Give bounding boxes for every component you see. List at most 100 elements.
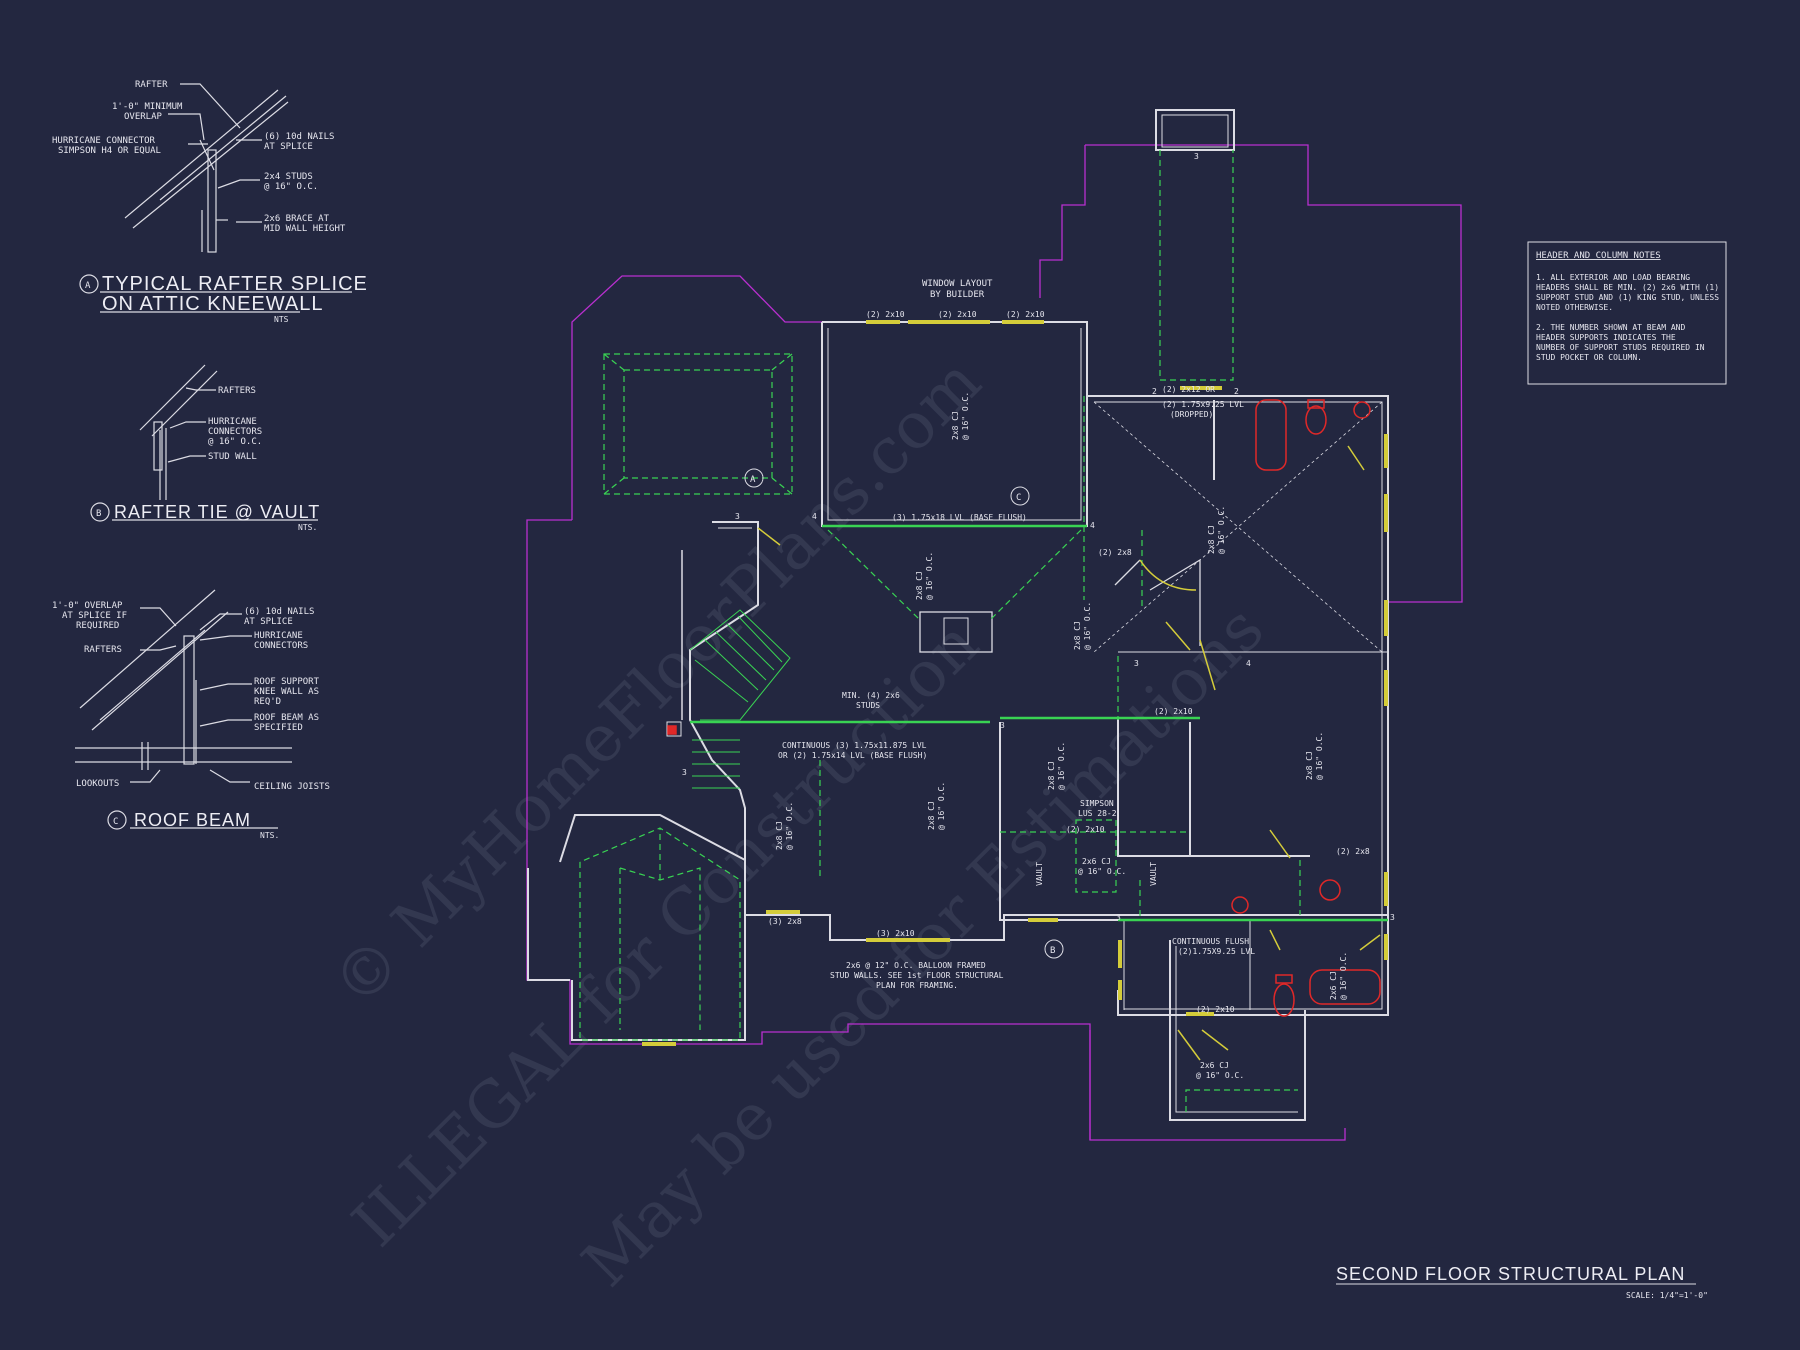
top-header-2: (2) 2x10 (938, 310, 977, 319)
detail-c-roof-beam (75, 589, 292, 830)
stud-count-4c: 4 (1246, 659, 1251, 668)
vault-label-1: VAULT (1035, 862, 1044, 886)
headers (642, 320, 1388, 1046)
notes-line-2: HEADERS SHALL BE MIN. (2) 2x6 WITH (1) (1536, 283, 1719, 292)
plan-title: SECOND FLOOR STRUCTURAL PLAN (1336, 1264, 1685, 1284)
simpson-label: SIMPSON (1080, 799, 1114, 808)
stud-count-3e: 3 (1000, 721, 1005, 730)
balloon-framed-2: STUD WALLS. SEE 1st FLOOR STRUCTURAL (830, 971, 1004, 980)
stud-count-3f: 3 (1116, 913, 1121, 922)
detail-c-label-nails: (6) 10d NAILS (244, 607, 314, 617)
header-dropped-3: (DROPPED) (1170, 410, 1213, 419)
detail-a-marker: A (85, 281, 91, 291)
detail-b-label-stud-wall: STUD WALL (208, 452, 257, 462)
header-dropped-1: (2) 2x12 OR (1162, 385, 1215, 394)
stud-count-3g: 3 (1390, 913, 1395, 922)
detail-c-label-hurricane: HURRICANE (254, 631, 303, 641)
detail-b-label-oc: @ 16" O.C. (208, 437, 262, 447)
notes-line-4: NOTED OTHERWISE. (1536, 303, 1613, 312)
detail-c-scale: NTS. (260, 831, 279, 840)
notes-line-8: NUMBER OF SUPPORT STUDS REQUIRED IN (1536, 343, 1705, 352)
notes-line-3: SUPPORT STUD AND (1) KING STUD, UNLESS (1536, 293, 1719, 302)
stud-count-2a: 2 (1152, 387, 1157, 396)
detail-c-labels: 1'-0" OVERLAP AT SPLICE IF REQUIRED (6) … (52, 601, 330, 840)
cj-vertical-4: 2x8 CJ (1305, 751, 1314, 780)
detail-b-title: RAFTER TIE @ VAULT (114, 502, 320, 522)
detail-a-rafter-splice (79, 83, 352, 313)
window-layout-label-2: BY BUILDER (930, 290, 985, 300)
flush-lvl-1: CONTINUOUS FLUSH (1172, 937, 1249, 946)
detail-a-label-studs: 2x4 STUDS (264, 172, 313, 182)
framing-layout (579, 150, 1301, 1112)
cj-vertical-7-oc: @ 16" O.C. (1057, 742, 1066, 790)
detail-b-rafter-tie (90, 364, 318, 522)
detail-a-label-simpson: SIMPSON H4 OR EQUAL (58, 146, 161, 156)
bath-cj-2: @ 16" O.C. (1196, 1071, 1244, 1080)
detail-b-label-hurricane: HURRICANE (208, 417, 257, 427)
detail-c-label-roof-support: ROOF SUPPORT (254, 677, 320, 687)
stud-count-3d: 3 (682, 768, 687, 777)
stud-count-3c: 3 (1134, 659, 1139, 668)
header-dropped-2: (2) 1.75x9.25 LVL (1162, 400, 1244, 409)
plumbing-fixtures (667, 399, 1381, 1017)
cj-vertical-6: 2x8 CJ (775, 821, 784, 850)
stud-count-3: 3 (735, 512, 740, 521)
cj-vertical-8-oc: @ 16" O.C. (1217, 506, 1226, 554)
cj-vertical-5: 2x8 CJ (927, 801, 936, 830)
detail-b-label-rafters: RAFTERS (218, 386, 256, 396)
stud-count-3b: 3 (1194, 152, 1199, 161)
balloon-framed-3: PLAN FOR FRAMING. (876, 981, 958, 990)
cj-vertical-7: 2x8 CJ (1047, 761, 1056, 790)
detail-a-title-2: ON ATTIC KNEEWALL (102, 293, 323, 315)
detail-c-label-splice-if: AT SPLICE IF (62, 611, 127, 621)
continuous-lvl-1: CONTINUOUS (3) 1.75x11.875 LVL (782, 741, 927, 750)
detail-c-marker: C (113, 817, 118, 827)
detail-a-label-splice: AT SPLICE (264, 142, 313, 152)
cj-vertical-5-oc: @ 16" O.C. (937, 782, 946, 830)
stud-count-4a: 4 (812, 512, 817, 521)
detail-c-label-connectors: CONNECTORS (254, 641, 308, 651)
balloon-framed-1: 2x6 @ 12" O.C. BALLOON FRAMED (846, 961, 986, 970)
detail-a-scale: NTS (274, 315, 289, 324)
detail-c-label-knee-wall: KNEE WALL AS (254, 687, 319, 697)
simpson-label-2: LUS 28-2 (1078, 809, 1117, 818)
continuous-lvl-2: OR (2) 1.75x14 LVL (BASE FLUSH) (778, 751, 927, 760)
detail-c-label-overlap: 1'-0" OVERLAP (52, 601, 123, 611)
bottom-header-2: (3) 2x10 (876, 929, 915, 938)
cj-vertical-8: 2x8 CJ (1207, 525, 1216, 554)
detail-markers (744, 468, 1064, 959)
detail-a-title: TYPICAL RAFTER SPLICE (102, 273, 368, 295)
bottom-header-1: (3) 2x8 (768, 917, 802, 926)
cj-vertical-2: 2x8 CJ (915, 571, 924, 600)
cj-vertical-1: 2x8 CJ (951, 411, 960, 440)
plan-marker-a: A (750, 475, 756, 485)
detail-c-label-rafters: RAFTERS (84, 645, 122, 655)
notes-title: HEADER AND COLUMN NOTES (1536, 251, 1661, 261)
misc-header-2: (2) 2x10 (1154, 707, 1193, 716)
plan-marker-c: C (1016, 493, 1021, 503)
cj-vertical-4-oc: @ 16" O.C. (1315, 732, 1324, 780)
notes-line-9: STUD POCKET OR COLUMN. (1536, 353, 1642, 362)
stud-count-2b: 2 (1234, 387, 1239, 396)
top-header-3: (2) 2x10 (1006, 310, 1045, 319)
detail-a-label-nails: (6) 10d NAILS (264, 132, 334, 142)
simpson-header: (2) 2x10 (1066, 825, 1105, 834)
stud-count-4b: 4 (1090, 521, 1095, 530)
detail-a-label-rafter: RAFTER (135, 80, 168, 90)
detail-marker-labels: A B C (750, 475, 1055, 956)
small-cj-oc: @ 16" O.C. (1078, 867, 1126, 876)
plan-scale: SCALE: 1/4"=1'-0" (1626, 1291, 1708, 1300)
plan-labels: WINDOW LAYOUT BY BUILDER (2) 2x10 (2) 2x… (682, 152, 1395, 1080)
window-layout-label: WINDOW LAYOUT (922, 279, 993, 289)
notes-line-6: 2. THE NUMBER SHOWN AT BEAM AND (1536, 323, 1685, 332)
detail-c-label-lookouts: LOOKOUTS (76, 779, 119, 789)
flush-lvl-2: (2)1.75X9.25 LVL (1178, 947, 1255, 956)
detail-c-label-roof-beam: ROOF BEAM AS (254, 713, 319, 723)
cj-vertical-3-oc: @ 16" O.C. (1083, 602, 1092, 650)
misc-header-1: (2) 2x10 (1196, 1005, 1235, 1014)
detail-a-label-brace: 2x6 BRACE AT (264, 214, 330, 224)
misc-header-4: (2) 2x8 (1098, 548, 1132, 557)
detail-b-label-connectors: CONNECTORS (208, 427, 262, 437)
detail-c-label-reqd: REQ'D (254, 697, 281, 707)
bath-cj-1: 2x6 CJ (1200, 1061, 1229, 1070)
